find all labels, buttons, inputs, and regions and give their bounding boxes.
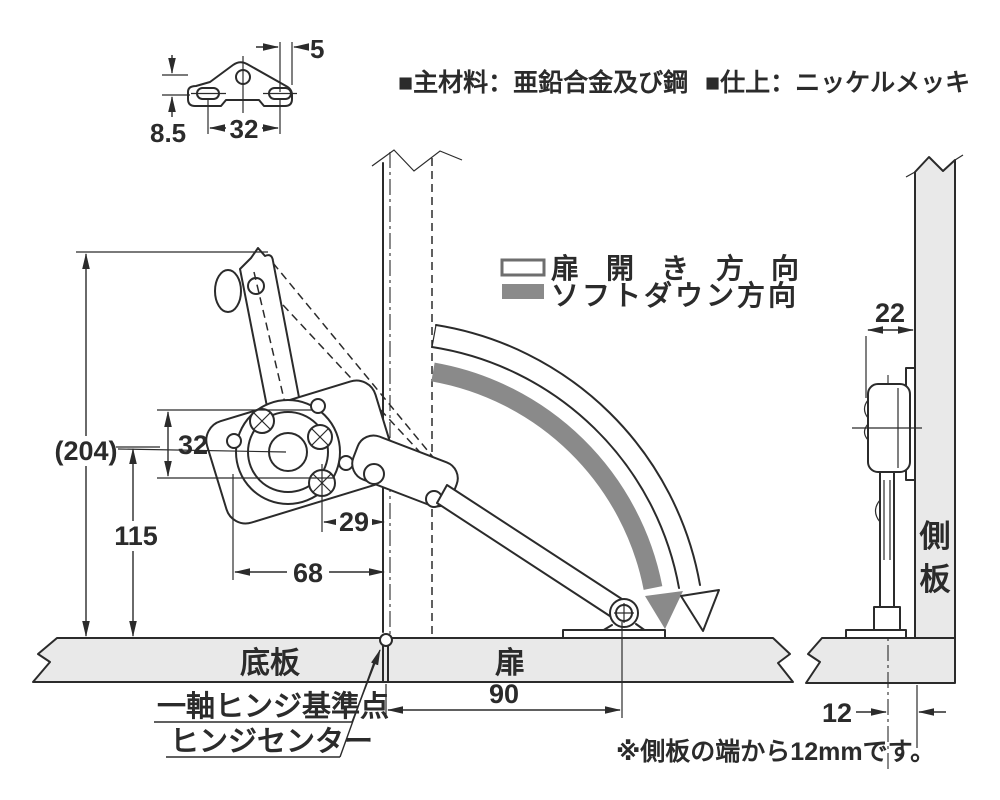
stay-arm xyxy=(436,484,629,623)
dim-slot-pitch: 32 xyxy=(230,114,259,144)
side-mechanism xyxy=(845,367,922,772)
dim-door-length: 90 xyxy=(489,679,519,709)
dim-mount-hole-pitch: 32 xyxy=(178,430,208,460)
softdown-arc xyxy=(431,362,663,590)
dim-vertical-offset: 8.5 xyxy=(150,118,186,148)
side-arm xyxy=(879,471,895,608)
dim-arm-offset: 29 xyxy=(339,507,369,537)
softdown-arrowhead xyxy=(645,591,683,629)
dim-base-length: 68 xyxy=(293,558,323,588)
dim-hinge-height: 115 xyxy=(114,521,158,551)
side-panel-label-bottom: 板 xyxy=(920,562,951,597)
screw-right xyxy=(307,424,333,450)
hidden-link-line-1 xyxy=(272,262,438,463)
cam-mid xyxy=(247,411,329,493)
bottom-plate-and-door-band xyxy=(32,637,794,683)
motion-arcs xyxy=(431,324,720,632)
mount-hole-right xyxy=(338,455,354,471)
upper-arm-hole xyxy=(247,277,265,295)
hinge-callouts: 一軸ヒンジ基準点 ヒンジセンター xyxy=(154,649,389,758)
side-nut-block xyxy=(873,606,901,632)
hinge-datum-label: 一軸ヒンジ基準点 xyxy=(157,689,389,723)
mounting-plate-view: 5 8.5 32 xyxy=(150,34,324,148)
screw-left xyxy=(249,408,275,434)
roller-bump xyxy=(214,269,242,313)
side-foot-plate xyxy=(845,629,907,639)
mount-hole-top xyxy=(310,398,326,414)
main-view: 底板 扉 (204) 115 32 29 xyxy=(32,149,794,758)
open-arrowhead xyxy=(680,589,720,632)
mount-hole-left xyxy=(226,433,242,449)
spec-header: ■主材料：亜鉛合金及び鋼 ■仕上：ニッケルメッキ xyxy=(398,68,970,97)
side-view: 側 板 22 12 ※側板の端から xyxy=(616,154,964,772)
softdown-direction-label: ソフトダウン方向 xyxy=(551,279,799,311)
side-bottom-plate xyxy=(805,637,956,684)
finish-spec: ■仕上：ニッケルメッキ xyxy=(705,69,970,97)
side-dimensions: 22 12 xyxy=(822,298,946,748)
direction-legend: 扉開き方向 ソフトダウン方向 xyxy=(500,252,826,311)
door-break-symbol xyxy=(371,149,463,172)
hinge-datum-point xyxy=(379,633,393,647)
bottom-band: 底板 扉 xyxy=(32,633,794,683)
main-dimensions: (204) 115 32 29 68 90 xyxy=(50,251,623,718)
side-note: ※側板の端から12mmです。 xyxy=(616,738,935,766)
hinge-center-label: ヒンジセンター xyxy=(170,725,373,758)
open-direction-swatch xyxy=(500,258,546,277)
open-arc-inner xyxy=(431,346,680,589)
door-label: 扉 xyxy=(495,647,525,680)
dim-edge-offset: 12 xyxy=(822,698,852,728)
softdown-direction-swatch xyxy=(502,284,544,299)
elbow-pivot-hole xyxy=(363,463,385,485)
material-spec: ■主材料：亜鉛合金及び鋼 xyxy=(398,68,688,97)
open-arc-outer xyxy=(435,324,701,586)
dim-open-height: (204) xyxy=(54,436,117,466)
side-panel-label-top: 側 xyxy=(919,519,951,554)
pivot-foot-plate xyxy=(562,629,666,639)
bottom-plate-label: 底板 xyxy=(240,647,300,680)
dim-slot-to-edge: 5 xyxy=(310,34,324,64)
dim-protrusion: 22 xyxy=(875,298,905,328)
open-direction-label: 扉開き方向 xyxy=(551,252,826,284)
